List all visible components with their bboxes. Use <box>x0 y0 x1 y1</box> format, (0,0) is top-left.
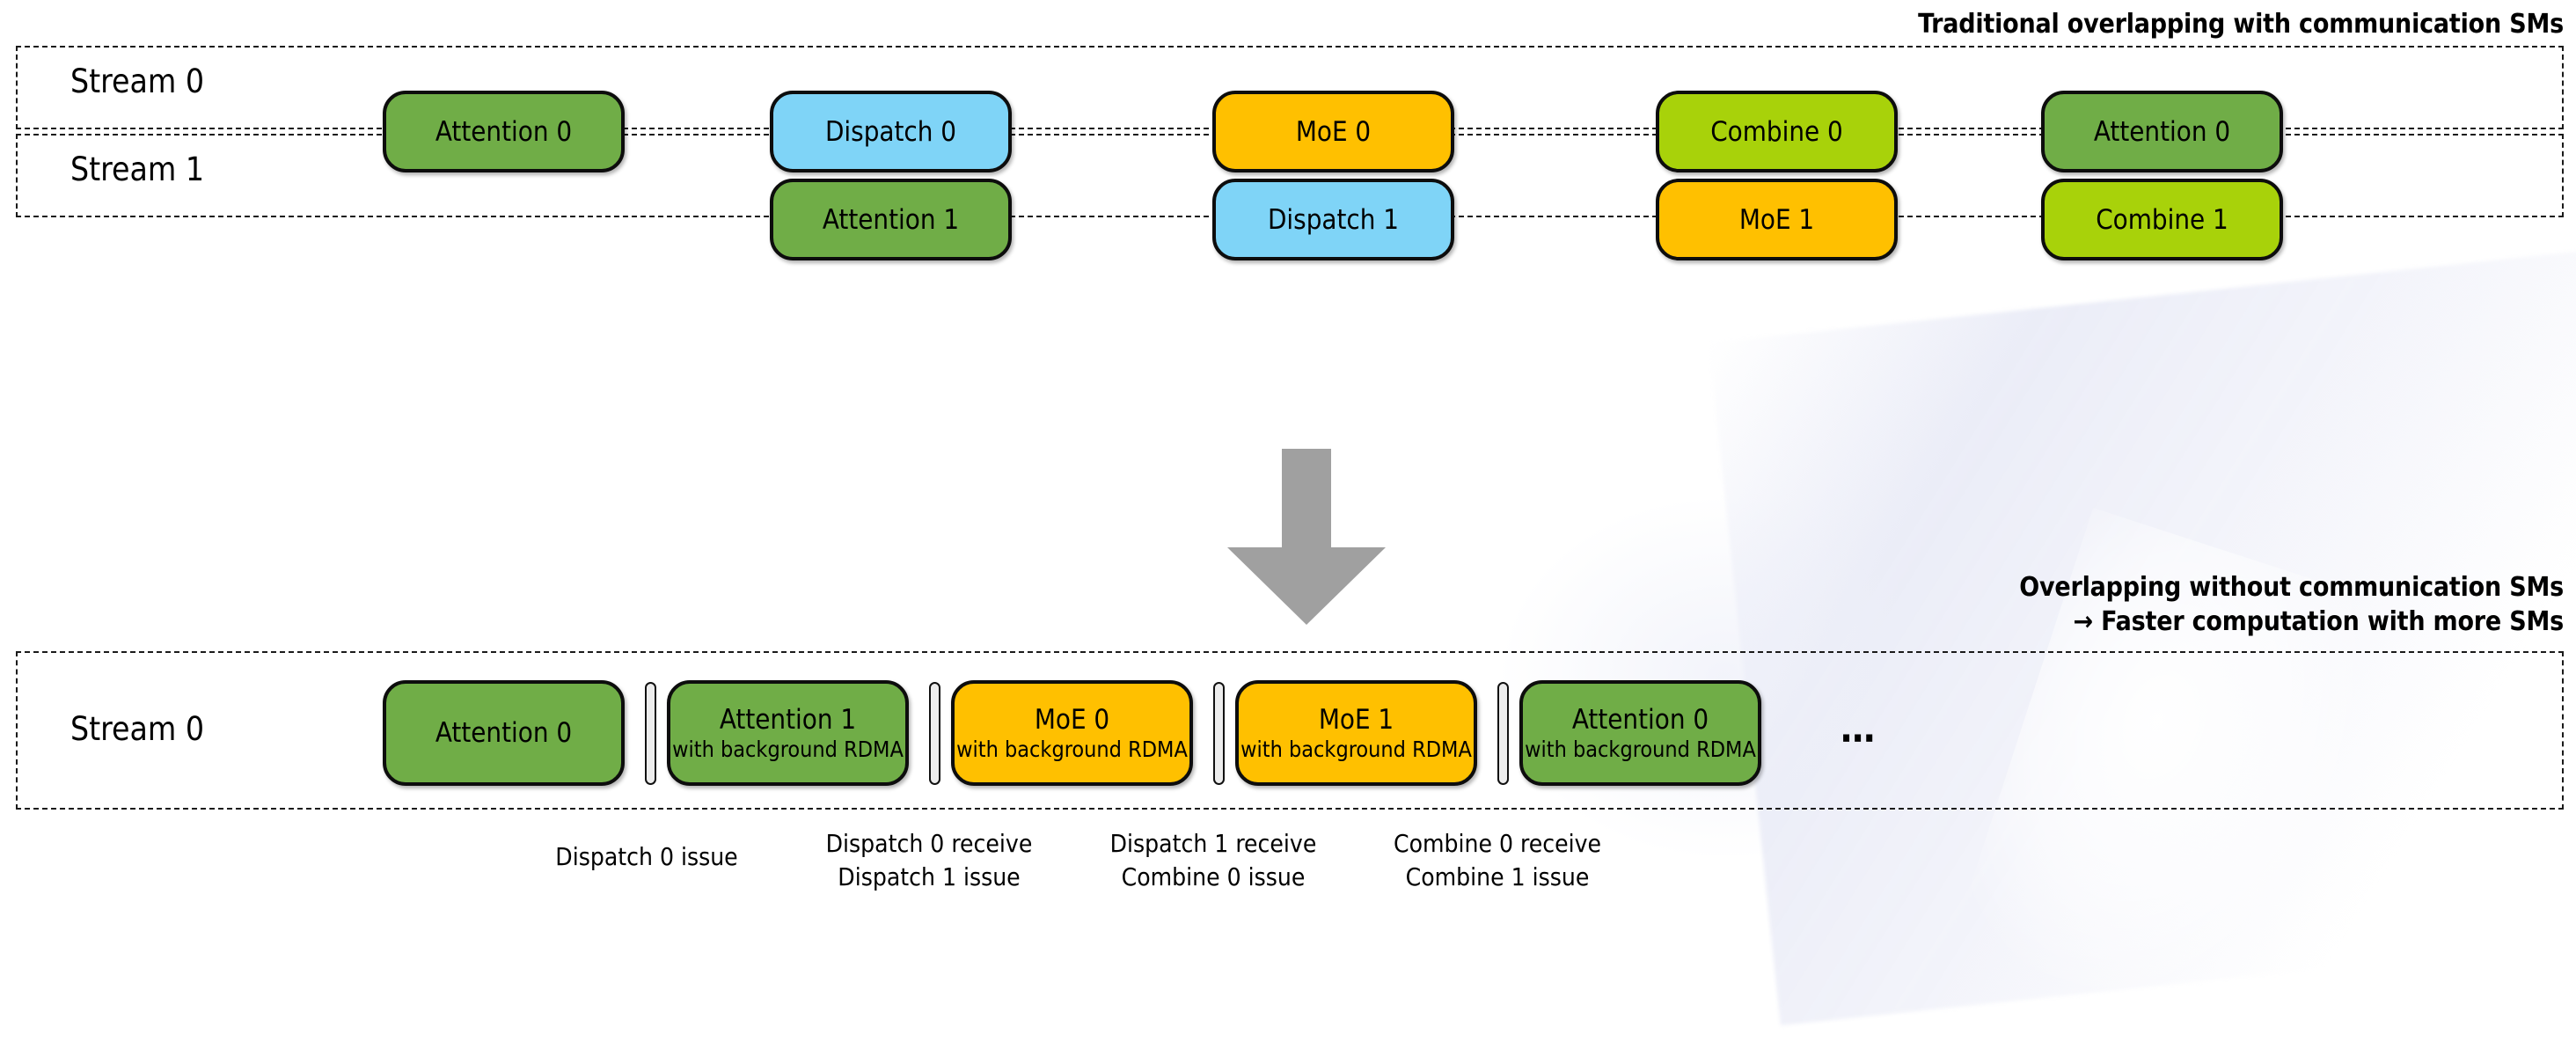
bottom-section-title-line-2: → Faster computation with more SMs <box>2073 606 2565 637</box>
caption-line: Combine 0 receive <box>1393 829 1602 858</box>
lane-label-stream-0-traditional: Stream 0 <box>70 62 205 100</box>
block-title: MoE 1 <box>1738 203 1815 236</box>
caption-dispatch-0-receive: Dispatch 0 receive Dispatch 1 issue <box>779 827 1079 894</box>
block-subtitle: with background RDMA <box>672 736 904 762</box>
block-attention-1-opt[interactable]: Attention 1 with background RDMA <box>667 680 909 786</box>
block-subtitle: with background RDMA <box>956 736 1188 762</box>
block-moe-0-s0[interactable]: MoE 0 <box>1212 91 1454 172</box>
block-title: Combine 1 <box>2096 203 2228 236</box>
block-moe-0-opt[interactable]: MoE 0 with background RDMA <box>951 680 1193 786</box>
top-section-title: Traditional overlapping with communicati… <box>1918 9 2564 40</box>
block-combine-1-s1[interactable]: Combine 1 <box>2041 179 2283 260</box>
caption-line: Dispatch 1 issue <box>838 862 1021 891</box>
block-combine-0-s0[interactable]: Combine 0 <box>1656 91 1898 172</box>
separator-dispatch-0-receive <box>929 682 940 785</box>
caption-line: Combine 1 issue <box>1405 862 1590 891</box>
block-attention-0-opt[interactable]: Attention 0 <box>383 680 625 786</box>
separator-combine-0-receive <box>1497 682 1509 785</box>
block-subtitle: with background RDMA <box>1525 736 1756 762</box>
block-title: MoE 0 <box>1034 703 1110 736</box>
block-moe-1-opt[interactable]: MoE 1 with background RDMA <box>1235 680 1477 786</box>
caption-dispatch-1-receive: Dispatch 1 receive Combine 0 issue <box>1064 827 1363 894</box>
block-title: Dispatch 0 <box>824 115 957 148</box>
lane-label-stream-0-optimized: Stream 0 <box>70 710 205 748</box>
caption-line: Dispatch 0 issue <box>555 842 738 871</box>
block-subtitle: with background RDMA <box>1240 736 1472 762</box>
block-title: Attention 0 <box>1571 703 1709 736</box>
caption-line: Combine 0 issue <box>1121 862 1306 891</box>
block-attention-0-repeat-opt[interactable]: Attention 0 with background RDMA <box>1519 680 1761 786</box>
separator-dispatch-1-receive <box>1213 682 1225 785</box>
block-title: Attention 0 <box>435 717 573 749</box>
block-title: Attention 1 <box>719 703 857 736</box>
block-attention-1-s1[interactable]: Attention 1 <box>770 179 1012 260</box>
block-title: MoE 0 <box>1295 115 1372 148</box>
down-arrow-icon <box>1227 449 1386 625</box>
block-attention-0-s0[interactable]: Attention 0 <box>383 91 625 172</box>
bottom-section-title-line-1: Overlapping without communication SMs <box>2019 572 2564 603</box>
block-title: Attention 0 <box>435 115 573 148</box>
caption-line: Dispatch 1 receive <box>1109 829 1317 858</box>
block-dispatch-1-s1[interactable]: Dispatch 1 <box>1212 179 1454 260</box>
block-title: MoE 1 <box>1318 703 1394 736</box>
block-attention-0-repeat-s0[interactable]: Attention 0 <box>2041 91 2283 172</box>
block-dispatch-0-s0[interactable]: Dispatch 0 <box>770 91 1012 172</box>
caption-line: Dispatch 0 receive <box>825 829 1033 858</box>
block-title: Attention 0 <box>2093 115 2231 148</box>
caption-dispatch-0-issue: Dispatch 0 issue <box>497 840 796 874</box>
block-title: Attention 1 <box>822 203 960 236</box>
caption-combine-0-receive: Combine 0 receive Combine 1 issue <box>1348 827 1647 894</box>
diagram-canvas: Traditional overlapping with communicati… <box>16 9 2564 894</box>
block-title: Dispatch 1 <box>1267 203 1400 236</box>
continuation-ellipsis: ⋯ <box>1841 716 1879 761</box>
block-title: Combine 0 <box>1710 115 1843 148</box>
block-moe-1-s1[interactable]: MoE 1 <box>1656 179 1898 260</box>
lane-label-stream-1-traditional: Stream 1 <box>70 150 205 188</box>
separator-dispatch-0-issue <box>645 682 656 785</box>
bottom-section-title: Overlapping without communication SMs → … <box>2019 570 2564 639</box>
